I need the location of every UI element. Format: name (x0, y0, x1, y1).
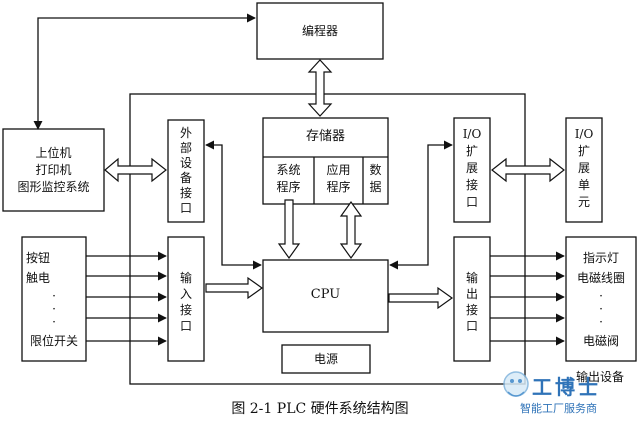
input-dot: · (52, 315, 56, 329)
output-iface-char: 输 (465, 271, 478, 285)
ext-iface-char: 部 (179, 141, 192, 155)
io-ext-unit-char: 元 (577, 195, 590, 209)
output-dot: · (599, 315, 603, 329)
inputs-dots: · · · (22, 290, 86, 329)
input-iface-char: 入 (179, 287, 192, 301)
app-prog-line: 程序 (326, 180, 351, 194)
outputs-dots: · · · (566, 290, 636, 329)
watermark-subtitle: 智能工厂服务商 (520, 402, 597, 415)
app-prog-label: 应用 程序 (314, 162, 363, 196)
input-item: 按钮 (26, 251, 51, 265)
ext-iface-char: 设 (179, 156, 192, 170)
output-iface-label: 输 出 接 口 (464, 270, 480, 334)
host-line-3: 图形监控系统 (17, 180, 90, 194)
input-item: 触电 (26, 271, 51, 285)
programmer-memory-arrow (307, 59, 333, 117)
host-line-2: 打印机 (35, 163, 72, 177)
output-iface-box (453, 236, 491, 362)
input-cpu-arrow (205, 276, 264, 300)
solenoid-valve-label: 电磁阀 (582, 334, 619, 348)
input-dot: · (52, 289, 56, 303)
ioext-cpu-link (389, 140, 453, 270)
cpu-output-arrow (388, 286, 454, 310)
io-ext-unit-label: I/O 扩 展 单 元 (570, 126, 598, 211)
io-ext-iface-char: 口 (465, 195, 478, 209)
host-programmer-link (33, 13, 256, 130)
input-iface-label: 输 入 接 口 (178, 270, 194, 334)
output-device-label: 输出设备 (575, 370, 624, 384)
output-dot: · (599, 289, 603, 303)
io-ext-unit-char: 展 (577, 161, 590, 175)
inputs-box (21, 236, 87, 362)
power-label: 电源 (313, 352, 338, 366)
output-iface-char: 出 (465, 287, 478, 301)
io-ext-unit-char: I/O (574, 127, 594, 141)
output-dot: · (599, 302, 603, 316)
io-ext-unit-char: 单 (577, 178, 590, 192)
ext-iface-label: 外 部 设 备 接 口 (178, 126, 194, 216)
system-prog-line: 程序 (276, 180, 301, 194)
io-ext-iface-char: I/O (462, 127, 482, 141)
app-prog-line: 应用 (326, 163, 351, 177)
plc-enclosure (129, 93, 526, 385)
limit-switch-label: 限位开关 (29, 334, 78, 348)
output-iface-char: 接 (465, 303, 478, 317)
output-item: 电磁线圈 (576, 271, 625, 285)
appprog-cpu-arrow (339, 200, 363, 260)
input-dot: · (52, 302, 56, 316)
io-ext-unit-char: 扩 (577, 144, 590, 158)
sysprog-cpu-arrow (277, 199, 301, 260)
memory-box (262, 117, 389, 205)
output-iface-char: 口 (465, 319, 478, 333)
data-label: 数 据 (363, 162, 388, 196)
io-ext-iface-label: I/O 扩 展 接 口 (458, 126, 486, 211)
ext-iface-char: 接 (179, 186, 192, 200)
data-line: 数 (369, 163, 382, 177)
input-iface-char: 口 (179, 319, 192, 333)
ext-iface-char: 口 (179, 201, 192, 215)
memory-title: 存储器 (305, 129, 345, 144)
io-ext-unit-box (565, 117, 603, 223)
programmer-box (256, 2, 384, 60)
figure-caption: 图 2-1 PLC 硬件系统结构图 (231, 401, 409, 417)
io-ext-iface-char: 扩 (465, 144, 478, 158)
io-ext-iface-char: 接 (465, 178, 478, 192)
watermark-title: 工博士 (532, 375, 601, 399)
host-line-1: 上位机 (35, 146, 72, 160)
programmer-label: 编程器 (301, 24, 338, 38)
inputs-label: 按钮 触电 (22, 248, 66, 288)
cpu-label: CPU (310, 287, 341, 302)
outputs-box (565, 236, 637, 362)
watermark-logo (503, 371, 529, 397)
system-prog-line: 系统 (276, 163, 301, 177)
ioext-unit-arrow (491, 157, 565, 183)
input-iface-char: 接 (179, 303, 192, 317)
system-prog-label: 系统 程序 (263, 162, 314, 196)
io-ext-iface-char: 展 (465, 161, 478, 175)
host-label: 上位机 打印机 图形监控系统 (3, 145, 104, 196)
cpu-box (262, 259, 389, 333)
ext-cpu-link (205, 140, 262, 270)
ext-iface-char: 外 (179, 126, 192, 140)
power-box (281, 344, 371, 374)
host-ext-arrow (104, 157, 167, 183)
io-ext-iface-box (453, 117, 491, 223)
input-iface-box (167, 236, 205, 362)
ext-iface-char: 备 (179, 171, 192, 185)
output-item: 指示灯 (582, 251, 619, 265)
outputs-label: 指示灯 电磁线圈 (566, 248, 636, 288)
data-line: 据 (369, 180, 382, 194)
input-iface-char: 输 (179, 271, 192, 285)
